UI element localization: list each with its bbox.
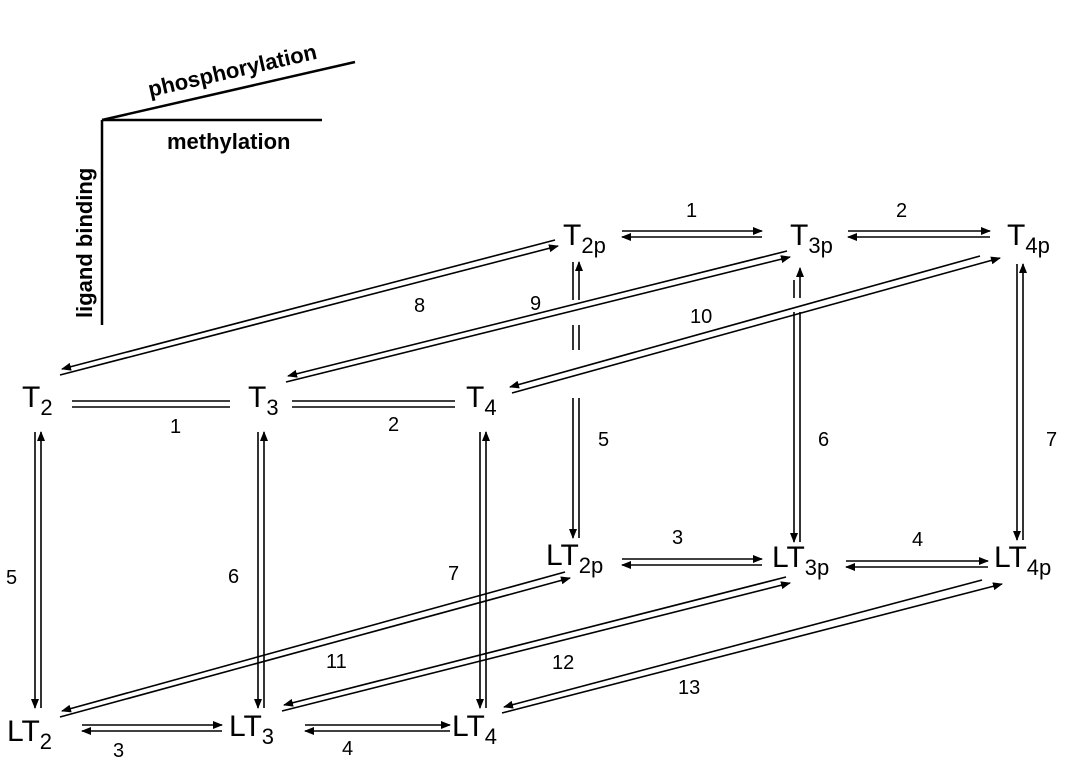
node-subscript: 2 bbox=[40, 395, 52, 420]
node-subscript: 4 bbox=[484, 395, 496, 420]
edge-T4p-LT4p: 7 bbox=[1013, 263, 1057, 541]
edge-label: 4 bbox=[342, 738, 353, 760]
edge-T2p-T3p: 1 bbox=[621, 200, 763, 241]
edge-label: 6 bbox=[228, 566, 239, 588]
edge-T2-T2p: 8 bbox=[59, 239, 559, 376]
node-LT2p: LT2p bbox=[546, 539, 603, 578]
node-prefix: LT bbox=[7, 715, 40, 748]
edge-label: 3 bbox=[672, 527, 683, 549]
phosphorylation-axis-label: phosphorylation bbox=[146, 39, 320, 102]
node-LT3p: LT3p bbox=[772, 541, 829, 580]
edge-label: 1 bbox=[686, 200, 697, 222]
node-prefix: T bbox=[22, 381, 40, 414]
edge-label: 1 bbox=[170, 416, 181, 438]
edge-LT4-LT4p: 13 bbox=[501, 579, 1003, 714]
edge-label: 7 bbox=[448, 563, 459, 585]
edge-T3-T4: 2 bbox=[292, 400, 455, 436]
node-prefix: LT bbox=[229, 710, 262, 743]
node-subscript: 3 bbox=[266, 395, 278, 420]
node-subscript: 2p bbox=[581, 233, 605, 258]
edge-label: 2 bbox=[896, 200, 907, 222]
edge-label: 5 bbox=[598, 429, 609, 451]
edge-label: 4 bbox=[912, 529, 923, 551]
node-prefix: T bbox=[563, 219, 581, 252]
node-LT4p: LT4p bbox=[994, 541, 1051, 580]
node-T3p: T3p bbox=[790, 219, 833, 258]
node-prefix: T bbox=[790, 219, 808, 252]
edge-LT2-LT2p: 11 bbox=[59, 571, 571, 718]
node-subscript: 3p bbox=[808, 233, 832, 258]
node-T4p: T4p bbox=[1007, 219, 1050, 258]
edge-T4-T4p: 10 bbox=[509, 255, 1001, 394]
node-LT4: LT4 bbox=[452, 710, 497, 749]
edge-T3p-LT3p: 6 bbox=[790, 267, 829, 543]
edge-LT3-LT4: 4 bbox=[304, 721, 451, 760]
node-prefix: LT bbox=[994, 541, 1027, 574]
node-prefix: T bbox=[1007, 219, 1025, 252]
edge-T4-LT4: 7 bbox=[448, 431, 490, 709]
edge-T2-T3: 1 bbox=[72, 400, 230, 438]
node-prefix: T bbox=[466, 381, 484, 414]
edge-label: 9 bbox=[530, 293, 541, 315]
node-prefix: T bbox=[248, 381, 266, 414]
edge-LT3-LT3p: 12 bbox=[281, 576, 791, 712]
node-subscript: 4 bbox=[485, 724, 497, 749]
ligand-binding-axis-label: ligand binding bbox=[72, 168, 97, 318]
state-nodes: T2 T3 T4 T2p T3p T4p LT2 LT3 LT4 LT2p LT bbox=[7, 219, 1051, 754]
edge-label: 12 bbox=[552, 652, 574, 674]
edge-T3-T3p: 9 bbox=[285, 250, 791, 383]
node-T2: T2 bbox=[22, 381, 53, 420]
methylation-axis-label: methylation bbox=[167, 129, 290, 154]
node-T3: T3 bbox=[248, 381, 279, 420]
edge-label: 2 bbox=[388, 414, 399, 436]
edge-label: 3 bbox=[113, 740, 124, 762]
node-subscript: 3p bbox=[805, 555, 829, 580]
edge-label: 13 bbox=[678, 677, 700, 699]
node-subscript: 2 bbox=[40, 729, 52, 754]
edge-label: 10 bbox=[690, 306, 712, 328]
node-T4: T4 bbox=[466, 381, 497, 420]
edge-label: 11 bbox=[326, 651, 347, 673]
edge-label: 8 bbox=[414, 295, 425, 317]
node-prefix: LT bbox=[452, 710, 485, 743]
edge-label: 7 bbox=[1046, 429, 1057, 451]
phosphorylation-axis-line bbox=[101, 60, 356, 122]
node-subscript: 3 bbox=[262, 724, 274, 749]
node-subscript: 4p bbox=[1025, 233, 1049, 258]
node-T2p: T2p bbox=[563, 219, 606, 258]
node-prefix: LT bbox=[772, 541, 805, 574]
edge-T2-LT2: 5 bbox=[6, 431, 45, 709]
node-prefix: LT bbox=[546, 539, 579, 572]
edge-LT3p-LT4p: 4 bbox=[845, 529, 989, 571]
edge-label: 6 bbox=[818, 429, 829, 451]
node-subscript: 4p bbox=[1027, 555, 1051, 580]
node-LT3: LT3 bbox=[229, 710, 274, 749]
edge-LT2-LT3: 3 bbox=[81, 721, 223, 762]
edge-T2p-LT2p: 5 bbox=[569, 261, 609, 539]
transition-edges: 1 2 3 4 1 2 3 bbox=[6, 200, 1057, 762]
edge-label: 5 bbox=[6, 567, 17, 589]
axis-key: phosphorylation methylation ligand bindi… bbox=[72, 39, 356, 325]
edge-T3p-T4p: 2 bbox=[847, 200, 991, 241]
node-subscript: 2p bbox=[579, 553, 603, 578]
edge-LT2p-LT3p: 3 bbox=[621, 527, 763, 569]
node-LT2: LT2 bbox=[7, 715, 52, 754]
edge-T3-LT3: 6 bbox=[228, 431, 268, 709]
